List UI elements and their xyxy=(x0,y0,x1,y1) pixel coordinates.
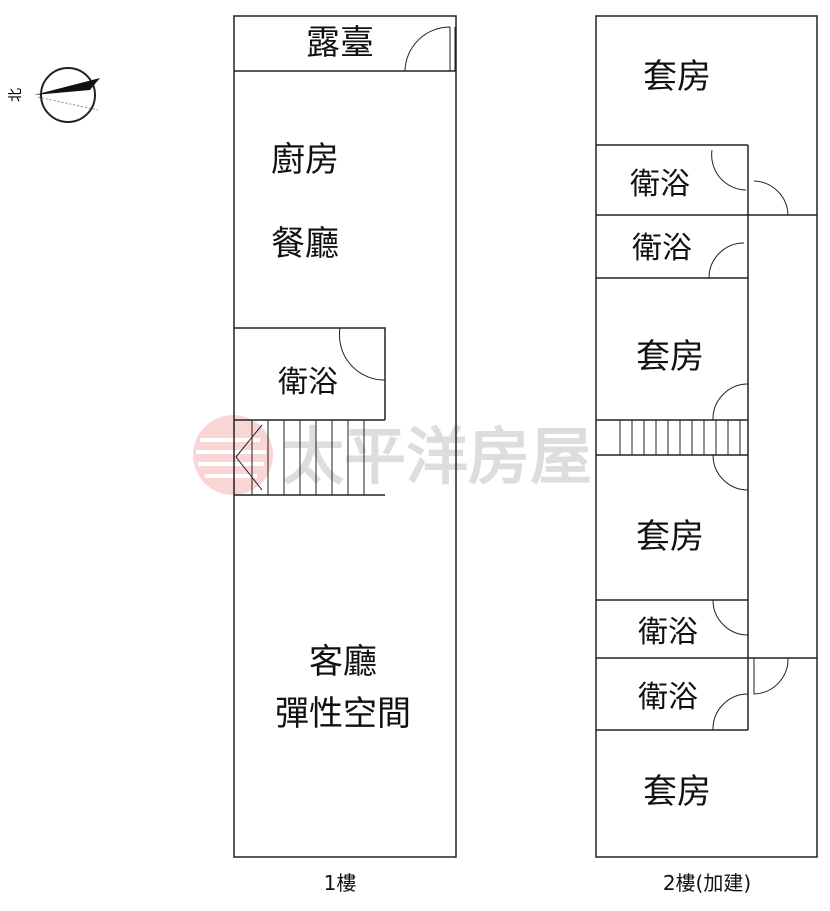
room-bath-2: 衛浴 xyxy=(632,231,692,266)
watermark-text: 太平洋房屋 xyxy=(282,420,592,493)
room-suite-3: 套房 xyxy=(636,517,704,557)
room-suite-2: 套房 xyxy=(636,337,704,377)
floor2-walls xyxy=(595,15,818,858)
room-suite-1: 套房 xyxy=(643,57,711,97)
watermark-logo-icon xyxy=(193,415,273,495)
room-bath-1: 衛浴 xyxy=(630,167,690,202)
room-kitchen: 廚房 xyxy=(271,140,339,180)
floor2-labels: 套房 衛浴 衛浴 套房 套房 衛浴 衛浴 套房 2樓(加建) xyxy=(630,57,751,895)
room-flex: 彈性空間 xyxy=(275,694,411,734)
floor1-caption: 1樓 xyxy=(324,871,357,895)
room-bath: 衛浴 xyxy=(278,365,338,400)
room-bath-4: 衛浴 xyxy=(638,680,698,715)
floor2-caption: 2樓(加建) xyxy=(663,871,751,895)
watermark: 太平洋房屋 xyxy=(193,415,592,495)
floor1-walls xyxy=(233,15,457,858)
room-living: 客廳 xyxy=(309,642,377,682)
room-suite-4: 套房 xyxy=(643,772,711,812)
room-balcony: 露臺 xyxy=(306,23,374,63)
compass-icon xyxy=(34,67,100,123)
compass-north-label: 北 xyxy=(8,88,24,102)
room-dining: 餐廳 xyxy=(271,224,339,264)
floor1-labels: 露臺 廚房 餐廳 衛浴 客廳 彈性空間 1樓 xyxy=(271,23,411,895)
room-bath-3: 衛浴 xyxy=(638,615,698,650)
